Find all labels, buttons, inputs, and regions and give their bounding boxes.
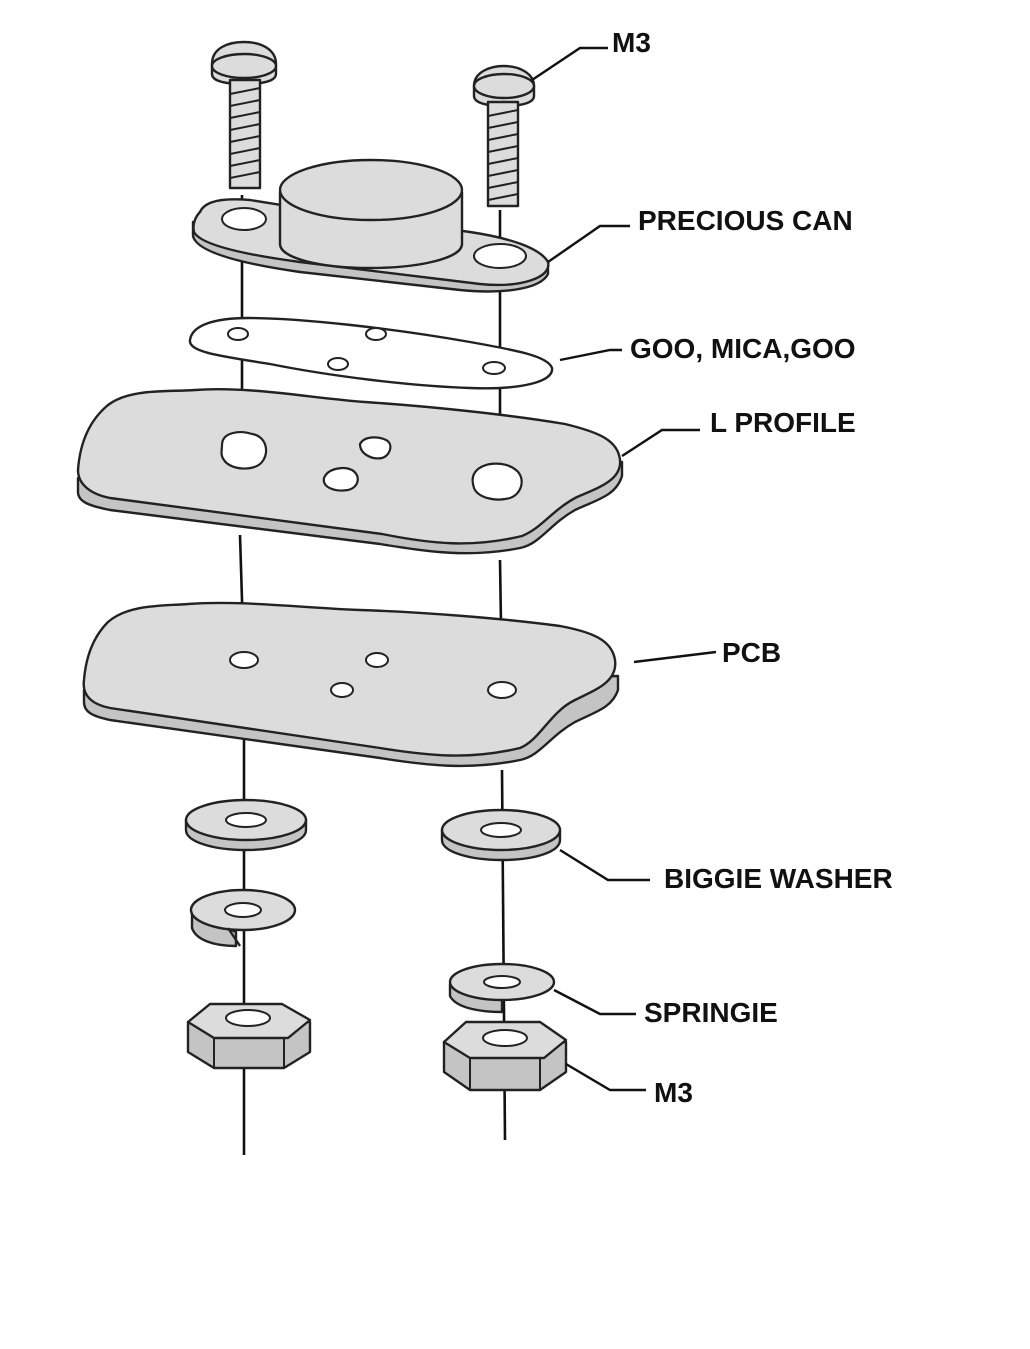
left-screw [210,40,278,190]
label-l-profile: L PROFILE [710,407,856,438]
right-flat-washer [440,808,562,862]
leader-lines [531,46,717,1092]
left-hex-nut [186,1002,312,1070]
left-flat-washer [184,798,308,852]
right-screw [472,64,536,208]
left-spring-washer [189,888,297,948]
label-goo-mica-goo: GOO, MICA,GOO [630,333,856,364]
label-nut: M3 [654,1077,693,1108]
label-screw: M3 [612,27,651,58]
label-biggie-washer: BIGGIE WASHER [664,863,893,894]
label-springie: SPRINGIE [644,997,778,1028]
l-profile-plate [76,387,624,555]
right-hex-nut [442,1020,568,1092]
right-spring-washer [448,962,556,1014]
label-precious-can: PRECIOUS CAN [638,205,853,236]
precious-can [191,158,550,293]
label-pcb: PCB [722,637,781,668]
pcb-plate [82,601,620,768]
mica-insulator [188,316,554,390]
